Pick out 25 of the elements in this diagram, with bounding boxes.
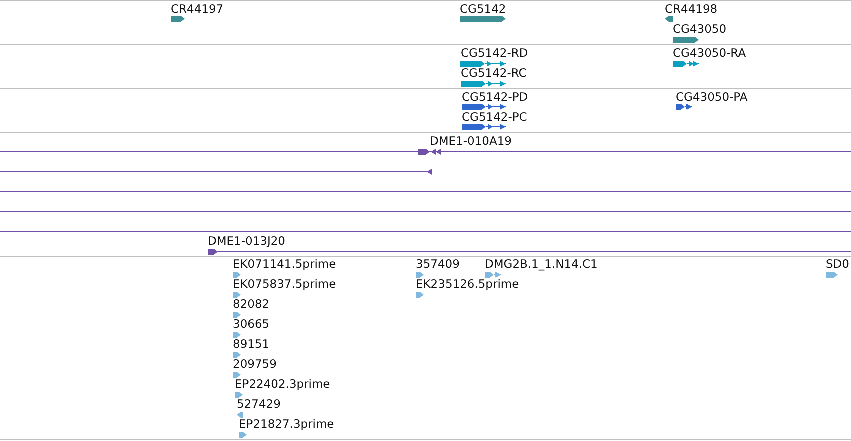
feature-label: 209759 bbox=[233, 358, 277, 371]
feature-label: DME1-013J20 bbox=[208, 235, 286, 248]
feature-label: CG5142-PC bbox=[462, 111, 528, 124]
feature-label: CR44198 bbox=[665, 3, 718, 16]
feature-label: CG5142-RC bbox=[461, 67, 527, 80]
feature-label: EK235126.5prime bbox=[416, 278, 520, 291]
feature-label: EK075837.5prime bbox=[233, 278, 336, 291]
feature-label: CG43050-PA bbox=[676, 91, 748, 104]
feature-label: DMG2B.1_1.N14.C1 bbox=[485, 258, 598, 271]
feature-label: CR44197 bbox=[171, 3, 224, 16]
feature-label: 89151 bbox=[233, 338, 270, 351]
feature-label: CG5142-PD bbox=[462, 91, 528, 104]
feature-label: 82082 bbox=[233, 298, 270, 311]
feature-label: CG43050-RA bbox=[673, 47, 746, 60]
feature-label: DME1-010A19 bbox=[430, 135, 512, 148]
feature-label: CG5142 bbox=[460, 3, 506, 16]
feature-label: 30665 bbox=[233, 318, 270, 331]
feature-label: SD0 bbox=[826, 258, 850, 271]
feature-label: 527429 bbox=[237, 398, 281, 411]
feature-label: EK071141.5prime bbox=[233, 258, 336, 271]
feature-label: EP22402.3prime bbox=[235, 378, 330, 391]
feature-label: CG43050 bbox=[673, 23, 727, 36]
feature-label: EP21827.3prime bbox=[239, 418, 334, 431]
feature-label: CG5142-RD bbox=[461, 47, 528, 60]
feature-label: 357409 bbox=[416, 258, 460, 271]
